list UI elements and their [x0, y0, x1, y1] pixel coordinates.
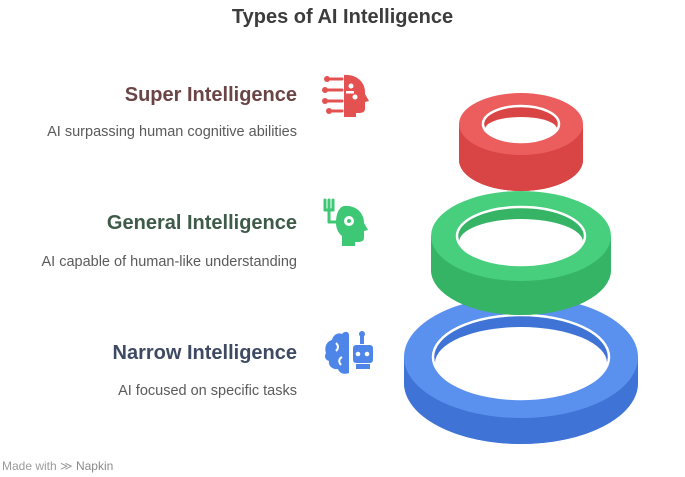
desc-general-intelligence: AI capable of human-like understanding: [41, 254, 297, 270]
desc-narrow-intelligence: AI focused on specific tasks: [118, 383, 297, 399]
footer-attribution[interactable]: Made with ≫ Napkin: [2, 459, 113, 473]
ring-general-intelligence: [431, 191, 611, 315]
footer-brand: Napkin: [75, 459, 114, 473]
desc-super-intelligence: AI surpassing human cognitive abilities: [47, 124, 297, 140]
brain-robot-icon: [325, 331, 373, 374]
heading-super-intelligence: Super Intelligence: [124, 84, 297, 106]
heading-general-intelligence: General Intelligence: [106, 212, 297, 234]
ring-narrow-intelligence: [404, 296, 638, 444]
footer-made-with: Made with: [2, 459, 57, 473]
diagram-title: Types of AI Intelligence: [231, 6, 454, 28]
circuit-head-icon: [322, 74, 369, 117]
gear-head-icon: [323, 198, 368, 246]
heading-narrow-intelligence: Narrow Intelligence: [112, 342, 298, 364]
napkin-logo-icon: ≫: [60, 459, 73, 473]
ring-super-intelligence: [459, 93, 583, 191]
